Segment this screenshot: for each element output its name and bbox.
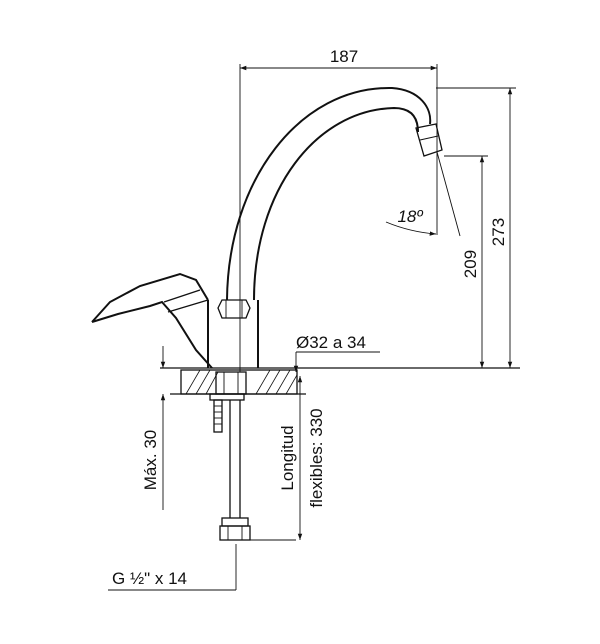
thread-spec: G ½" x 14	[108, 544, 237, 591]
dimension-hole-diameter-label: Ø32 a 34	[296, 333, 366, 352]
lever-handle	[91, 272, 213, 369]
dimension-total-height: 273	[436, 87, 516, 368]
dimension-width: 187	[240, 47, 437, 71]
dimension-spout-angle-label: 18º	[397, 207, 423, 226]
dimension-spout-height-label: 209	[461, 250, 480, 278]
fixing-nut	[209, 371, 247, 433]
dimension-spout-height: 209	[444, 155, 488, 368]
dimension-hole-diameter: Ø32 a 34	[293, 333, 380, 372]
swan-neck-spout	[226, 86, 443, 301]
thread-spec-label: G ½" x 14	[112, 569, 187, 588]
dimension-hose-length-line1: Longitud	[278, 425, 297, 490]
flexible-hose	[219, 400, 251, 541]
dimension-hose-length: Longitud flexibles: 330	[250, 376, 326, 541]
dimension-hose-length-line2: flexibles: 330	[307, 408, 326, 507]
centre-lines	[239, 64, 438, 372]
faucet-body	[207, 299, 259, 368]
dimension-total-height-label: 273	[489, 218, 508, 246]
dimension-width-label: 187	[330, 47, 358, 66]
dimension-max-thickness-label: Máx. 30	[141, 430, 160, 490]
dimension-spout-angle: 18º	[385, 151, 461, 237]
dimension-max-thickness: Máx. 30	[141, 346, 166, 510]
